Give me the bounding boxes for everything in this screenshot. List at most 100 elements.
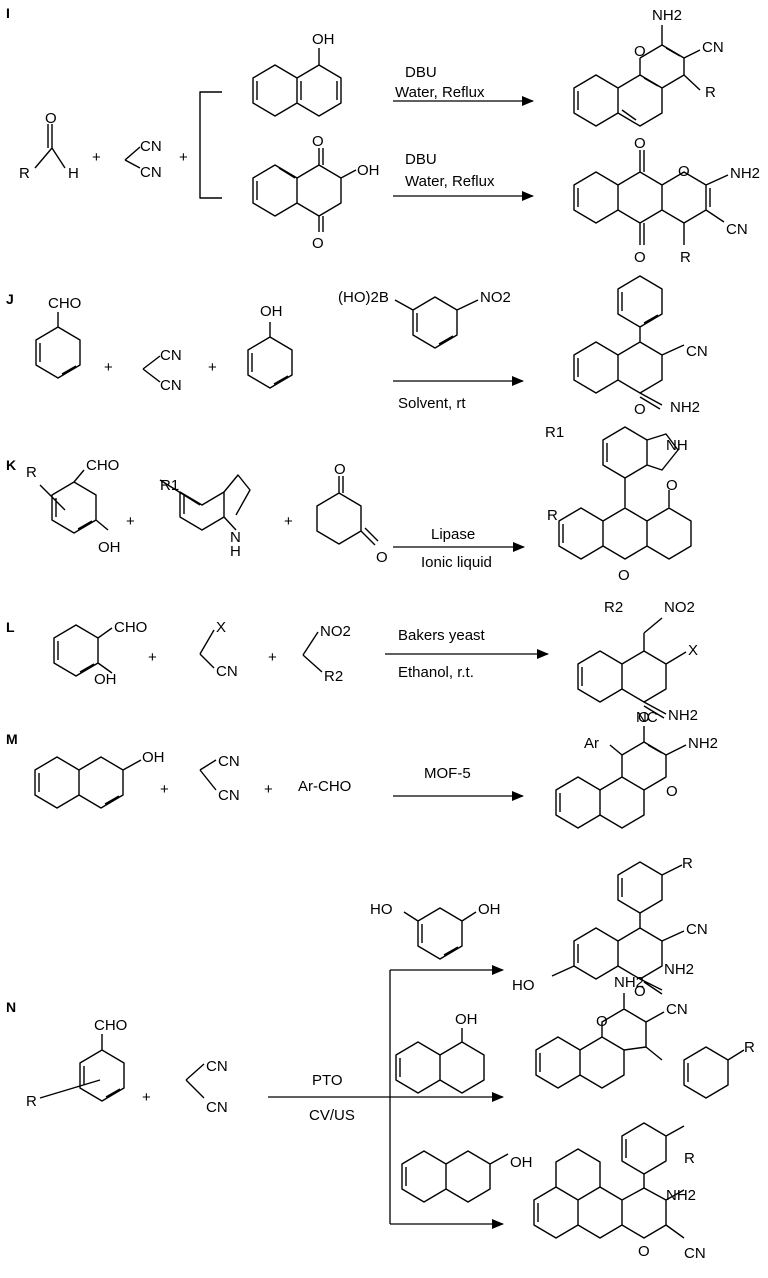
conditions-k-line1: Lipase <box>431 526 475 543</box>
product-n2-r: R <box>744 1039 755 1056</box>
scheme-label-l: L <box>6 619 15 635</box>
product-n1-o: O <box>634 983 646 1000</box>
scheme-label-k: K <box>6 457 16 473</box>
product-n1-r: R <box>682 855 693 872</box>
reactant-bracket <box>199 91 222 199</box>
plus-sign: + <box>160 781 169 798</box>
naphthol-2: OH <box>34 749 165 809</box>
scheme-i: I R O H + CN CN + OH O O OH <box>6 5 760 266</box>
naphthol-oh: OH <box>312 31 335 48</box>
product-i2-nh2: NH2 <box>730 165 760 182</box>
product-l-x: X <box>688 642 698 659</box>
salicylaldehyde-r: R <box>26 464 37 481</box>
nitrile-x: X CN <box>199 619 238 680</box>
conditions-n-line2: CV/US <box>309 1107 355 1124</box>
scheme-label-i: I <box>6 5 10 21</box>
product-i2-r: R <box>680 249 691 266</box>
product-n3-r: R <box>684 1150 695 1167</box>
naphthol-1: OH <box>252 31 342 117</box>
nitrile-x: X <box>216 619 226 636</box>
malononitrile-cn-1: CN <box>140 138 162 155</box>
product-n3-cn: CN <box>684 1245 706 1262</box>
product-i1-o: O <box>634 43 646 60</box>
resorcinol: HO OH <box>370 901 501 960</box>
nitrile-cn: CN <box>216 663 238 680</box>
scheme-m: M OH + CN CN + Ar-CHO MOF-5 NC Ar NH2 O <box>6 709 718 829</box>
resorcinol-oh: OH <box>478 901 501 918</box>
catalyst-nitro: NO2 <box>480 289 511 306</box>
product-n1-nh2: NH2 <box>664 961 694 978</box>
product-k: R1 NH R O O <box>545 424 692 584</box>
product-i2-cn: CN <box>726 221 748 238</box>
boronic-acid-catalyst: (HO)2B NO2 <box>338 289 511 349</box>
indole-n: N <box>230 529 241 546</box>
product-j-cn: CN <box>686 343 708 360</box>
conditions-i1-line2: Water, Reflux <box>395 84 485 101</box>
product-i2: O O O NH2 CN R <box>573 135 760 266</box>
plus-sign: + <box>148 649 157 666</box>
product-i1-r: R <box>705 84 716 101</box>
product-n1-cn: CN <box>686 921 708 938</box>
product-k-ring-o: O <box>618 567 630 584</box>
plus-sign: + <box>179 149 188 166</box>
catalyst-boronic-acid: (HO)2B <box>338 289 389 306</box>
benzaldehyde-cho: CHO <box>94 1017 127 1034</box>
product-i1: O NH2 CN R <box>573 7 724 127</box>
product-n1-ho: HO <box>512 977 535 994</box>
lawsone-o-top: O <box>312 133 324 150</box>
product-n1: R CN HO O NH2 <box>512 855 708 1000</box>
aldehyde-h: H <box>68 165 79 182</box>
product-i2-o-bottom: O <box>634 249 646 266</box>
malononitrile-cn-2: CN <box>160 377 182 394</box>
product-k-nh: NH <box>666 437 688 454</box>
scheme-label-j: J <box>6 291 14 307</box>
conditions-i2-line1: DBU <box>405 151 437 168</box>
malononitrile: CN CN <box>185 1058 228 1116</box>
scheme-j: J CHO + CN CN + OH (HO)2B NO2 Solvent, r… <box>6 275 708 418</box>
cyclohexanedione: O O <box>316 461 388 566</box>
plus-sign: + <box>208 359 217 376</box>
conditions-k-line2: Ionic liquid <box>421 554 492 571</box>
plus-sign: + <box>92 149 101 166</box>
malononitrile-cn-1: CN <box>206 1058 228 1075</box>
salicylaldehyde-cho: CHO <box>114 619 147 636</box>
product-l-no2: NO2 <box>664 599 695 616</box>
product-i1-nh2: NH2 <box>652 7 682 24</box>
resorcinol-ho: HO <box>370 901 393 918</box>
product-m-o: O <box>666 783 678 800</box>
malononitrile: CN CN <box>124 138 162 181</box>
malononitrile-cn-2: CN <box>140 164 162 181</box>
plus-sign: + <box>268 649 277 666</box>
product-i2-ring-o: O <box>678 163 690 180</box>
product-n2: NH2 O CN R <box>535 974 755 1099</box>
conditions-j: Solvent, rt <box>398 395 466 412</box>
benzaldehyde: CHO <box>35 295 81 379</box>
indole-r1: R1 <box>160 477 179 494</box>
nitroalkane: NO2 R2 <box>302 623 351 685</box>
naphthol-1-oh: OH <box>455 1011 478 1028</box>
plus-sign: + <box>142 1089 151 1106</box>
product-l: R2 NO2 X O NH2 <box>577 599 698 726</box>
aldehyde-r: R <box>19 165 30 182</box>
malononitrile: CN CN <box>199 753 240 804</box>
naphthol-1: OH <box>395 1011 485 1094</box>
scheme-n: N CHO R + CN CN PTO CV/US HO OH OH <box>6 855 755 1262</box>
salicylaldehyde-r: R CHO OH <box>26 457 121 556</box>
indole-nh: H <box>230 543 241 560</box>
phenol: OH <box>247 303 293 389</box>
product-n3-o: O <box>638 1243 650 1260</box>
product-n2-cn: CN <box>666 1001 688 1018</box>
product-l-nh2: NH2 <box>668 707 698 724</box>
salicylaldehyde-cho: CHO <box>86 457 119 474</box>
lawsone-oh: OH <box>357 162 380 179</box>
conditions-i1-line1: DBU <box>405 64 437 81</box>
product-i2-o-top: O <box>634 135 646 152</box>
conditions-l-line1: Bakers yeast <box>398 627 486 644</box>
plus-sign: + <box>284 513 293 530</box>
malononitrile: CN CN <box>142 347 182 394</box>
plus-sign: + <box>104 359 113 376</box>
naphthol-2-oh: OH <box>510 1154 533 1171</box>
product-j-o: O <box>634 401 646 418</box>
malononitrile-cn-2: CN <box>218 787 240 804</box>
